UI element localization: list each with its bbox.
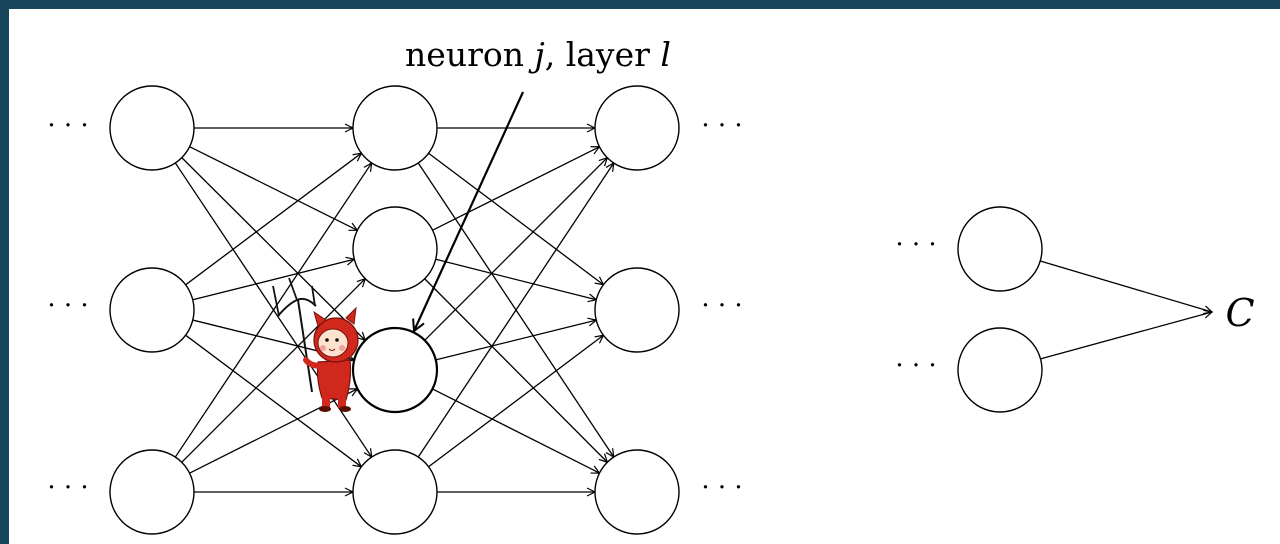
edge-layer1-n2-to-n0	[424, 158, 608, 341]
edge-layer1-n2-to-n2	[432, 388, 600, 473]
edge-layer0-n0-to-n1	[189, 146, 358, 231]
neuron-layer0-2	[109, 449, 195, 535]
edge-output-n0-to-cost	[1040, 260, 1212, 312]
ellipsis-output-bottom: · · ·	[895, 351, 936, 381]
neuron-layer0-1	[109, 267, 195, 353]
demon-with-pitchfork-icon	[272, 277, 359, 412]
edge-layer0-n2-to-n1	[181, 279, 366, 463]
edge-layer1-n3-to-n1	[428, 335, 604, 468]
edge-output-n1-to-cost	[1040, 312, 1212, 360]
neuron-layer1-3	[352, 449, 438, 535]
neuron-layer2-2	[594, 449, 680, 535]
neuron-annotation-label: neuron j, layer l	[405, 35, 671, 74]
output-neuron-1	[957, 327, 1043, 413]
neuron-layer1-0	[352, 85, 438, 171]
ellipsis-left-middle: · · ·	[47, 291, 88, 321]
neuron-j-layer-l	[351, 326, 439, 414]
neuron-layer2-1	[594, 267, 680, 353]
edge-layer1-n2-to-n1	[435, 320, 596, 361]
edge-layer0-n1-to-n3	[185, 334, 362, 467]
ellipsis-left-top: · · ·	[47, 111, 88, 141]
ellipsis-right-top: · · ·	[701, 111, 742, 141]
annotation-arrow	[414, 91, 525, 331]
output-neuron-0	[957, 206, 1043, 292]
neuron-layer0-0	[109, 85, 195, 171]
edge-layer0-n2-to-n0	[174, 163, 371, 458]
edge-layer1-n0-to-n1	[428, 152, 604, 285]
neuron-layer1-1	[352, 206, 438, 292]
neuron-nodes	[109, 85, 1043, 535]
edge-layer0-n0-to-n2	[181, 157, 365, 341]
ellipsis-right-middle: · · ·	[701, 291, 742, 321]
edge-layer1-n3-to-n0	[417, 163, 613, 458]
edge-layer1-n1-to-n2	[424, 278, 608, 462]
edge-layer0-n1-to-n0	[185, 153, 362, 286]
ellipsis-left-bottom: · · ·	[47, 473, 88, 503]
ellipsis-right-bottom: · · ·	[701, 473, 742, 503]
ellipsis-output-top: · · ·	[895, 230, 936, 260]
edge-layer1-n1-to-n0	[432, 147, 600, 231]
cost-label: C	[1225, 291, 1254, 335]
edge-layer1-n1-to-n1	[435, 258, 597, 299]
neuron-layer2-0	[594, 85, 680, 171]
edge-layer0-n1-to-n1	[192, 259, 355, 301]
connection-edges	[174, 128, 1212, 492]
